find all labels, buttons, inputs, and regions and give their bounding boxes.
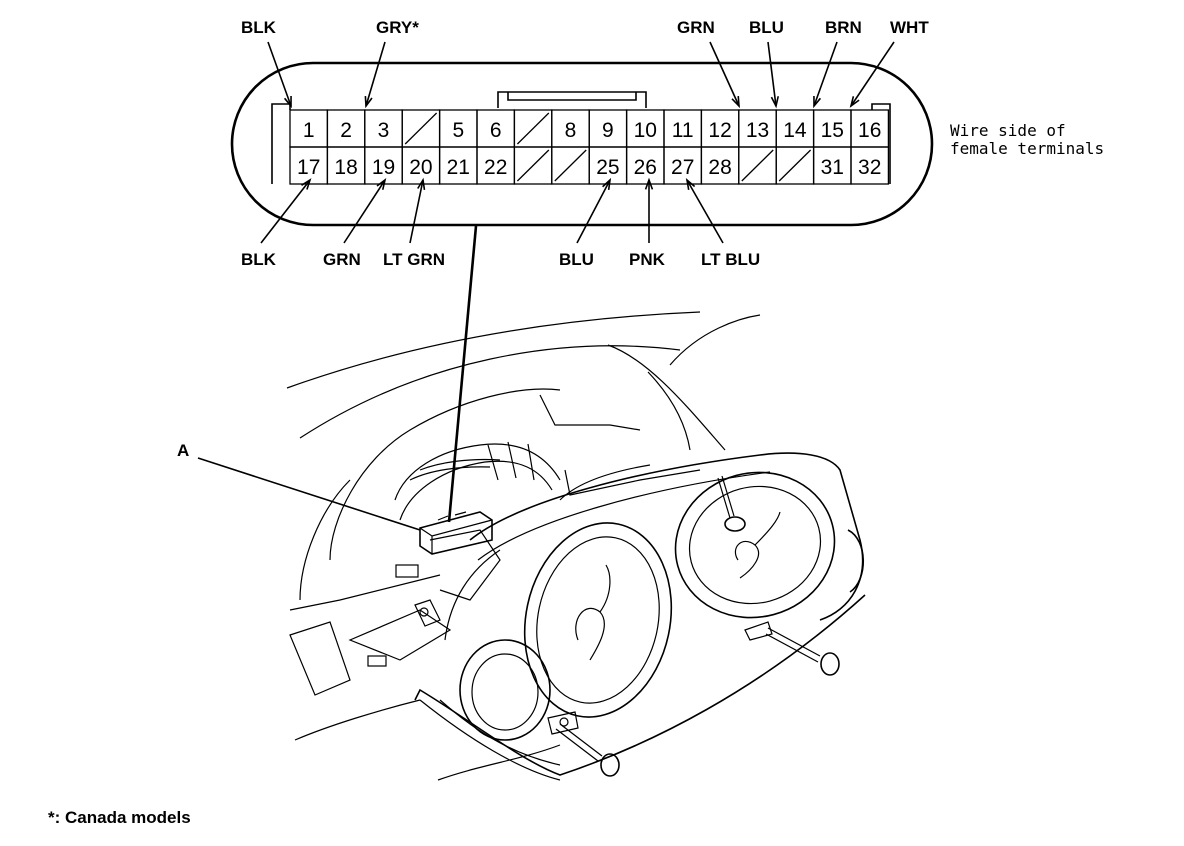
arrowhead bbox=[813, 95, 822, 109]
terminal-number-9: 9 bbox=[602, 119, 614, 142]
connector-note-line2: female terminals bbox=[950, 139, 1104, 158]
leader-pin3 bbox=[365, 41, 386, 107]
terminal-number-14: 14 bbox=[783, 119, 807, 142]
terminal-number-28: 28 bbox=[708, 156, 731, 179]
connector-lock-tab bbox=[497, 91, 647, 108]
empty-cavity-mark bbox=[404, 112, 438, 145]
wire-label-pin13: GRN bbox=[677, 18, 715, 37]
arrowhead bbox=[283, 95, 292, 109]
callout-label-a: A bbox=[177, 441, 189, 460]
footnote-canada: *: Canada models bbox=[48, 808, 191, 827]
terminal-number-13: 13 bbox=[746, 119, 769, 142]
leader-pin14 bbox=[767, 41, 777, 107]
screw-top bbox=[724, 516, 746, 532]
screw-right bbox=[820, 652, 840, 676]
connector-note-line1: Wire side of bbox=[950, 121, 1066, 140]
leader-pin16 bbox=[850, 41, 895, 107]
arrowhead bbox=[731, 95, 740, 109]
leader-pin15 bbox=[813, 41, 838, 107]
arrowhead bbox=[301, 178, 312, 190]
terminal-number-10: 10 bbox=[634, 119, 657, 142]
speedometer-gauge bbox=[523, 522, 673, 718]
empty-cavity-mark bbox=[554, 149, 587, 182]
leader-pin25 bbox=[576, 179, 611, 244]
wire-label-pin16: WHT bbox=[890, 18, 929, 37]
leader-pin27 bbox=[686, 179, 724, 244]
speedometer-glyph bbox=[575, 564, 611, 661]
small-gauge-left bbox=[459, 639, 551, 741]
terminal-number-26: 26 bbox=[634, 156, 657, 179]
wire-label-pin3: GRY* bbox=[376, 18, 419, 37]
terminal-number-22: 22 bbox=[484, 156, 507, 179]
wire-label-pin25: BLU bbox=[559, 250, 594, 269]
terminal-number-11: 11 bbox=[672, 119, 694, 142]
terminal-number-17: 17 bbox=[297, 156, 320, 179]
arrowhead bbox=[849, 96, 860, 108]
arrowhead bbox=[770, 96, 780, 109]
leader-pin20 bbox=[409, 179, 424, 244]
callout-leader-a bbox=[197, 457, 421, 531]
wire-labels-bottom: BLK GRN LT GRN BLU PNK LT BLU bbox=[241, 250, 760, 269]
arrowhead bbox=[364, 95, 373, 109]
tachometer-gauge bbox=[674, 471, 836, 619]
wire-labels-top: BLK GRY* GRN BLU BRN WHT bbox=[241, 18, 929, 37]
terminal-number-32: 32 bbox=[858, 156, 881, 179]
terminal-number-31: 31 bbox=[821, 156, 844, 179]
terminal-number-3: 3 bbox=[378, 119, 390, 142]
arrowhead bbox=[644, 177, 654, 190]
tachometer-glyph bbox=[734, 511, 781, 579]
terminal-number-2: 2 bbox=[340, 119, 352, 142]
leader-pin13 bbox=[709, 41, 740, 107]
empty-cavity-mark bbox=[741, 149, 774, 182]
wire-label-pin14: BLU bbox=[749, 18, 784, 37]
arrowhead bbox=[417, 177, 426, 191]
terminal-number-15: 15 bbox=[821, 119, 844, 142]
leader-pin1 bbox=[267, 41, 292, 107]
wire-label-pin19: GRN bbox=[323, 250, 361, 269]
terminal-cavity bbox=[850, 146, 890, 185]
terminal-number-25: 25 bbox=[596, 156, 619, 179]
connector-outline bbox=[230, 61, 934, 227]
harness-plug-a bbox=[419, 511, 493, 555]
wire-label-pin15: BRN bbox=[825, 18, 862, 37]
screw-bottom bbox=[600, 753, 620, 777]
leader-pin19 bbox=[343, 179, 386, 244]
wire-label-pin27: LT BLU bbox=[701, 250, 760, 269]
wire-label-pin20: LT GRN bbox=[383, 250, 445, 269]
empty-cavity-mark bbox=[778, 149, 812, 182]
terminal-number-5: 5 bbox=[452, 119, 464, 142]
terminal-number-19: 19 bbox=[372, 156, 395, 179]
terminal-number-8: 8 bbox=[565, 119, 577, 142]
wire-label-pin26: PNK bbox=[629, 250, 666, 269]
terminal-number-18: 18 bbox=[334, 156, 357, 179]
wire-label-pin17: BLK bbox=[241, 250, 277, 269]
terminal-number-27: 27 bbox=[671, 156, 694, 179]
terminal-number-6: 6 bbox=[490, 119, 502, 142]
terminal-number-20: 20 bbox=[409, 156, 432, 179]
terminal-number-12: 12 bbox=[708, 119, 731, 142]
leader-arrowheads bbox=[283, 95, 860, 191]
connector-lead-line bbox=[447, 225, 478, 523]
dashboard-illustration bbox=[286, 311, 866, 781]
leader-arrows bbox=[260, 41, 895, 244]
arrowhead bbox=[602, 177, 612, 191]
terminal-number-16: 16 bbox=[858, 119, 881, 142]
arrowhead bbox=[685, 177, 696, 190]
arrowhead bbox=[376, 178, 387, 190]
leader-pin17 bbox=[260, 179, 311, 244]
terminal-number-21: 21 bbox=[447, 156, 470, 179]
wire-label-pin1: BLK bbox=[241, 18, 277, 37]
empty-cavity-mark bbox=[516, 112, 550, 145]
empty-cavity-mark bbox=[516, 149, 550, 182]
terminal-number-1: 1 bbox=[303, 119, 315, 142]
